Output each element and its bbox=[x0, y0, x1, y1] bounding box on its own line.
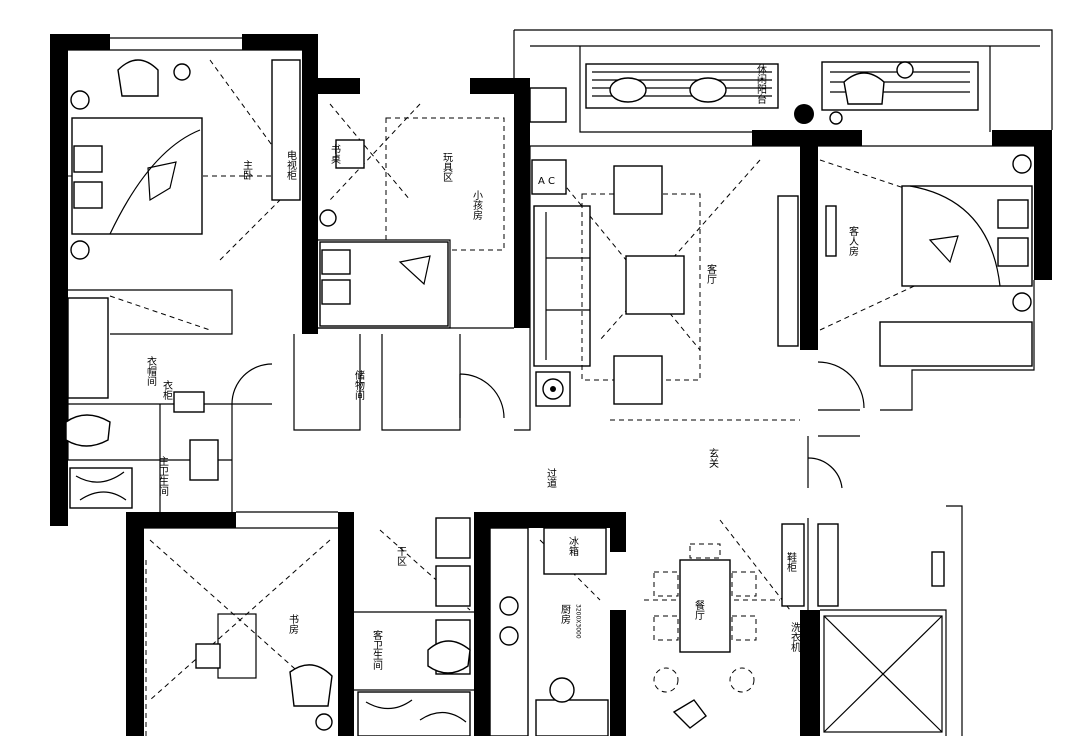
partitions bbox=[50, 29, 1053, 736]
label-guest-bath: 客卫生间 bbox=[371, 629, 383, 671]
balcony-furniture bbox=[529, 61, 979, 123]
room-labels: 主卧 电视柜 衣帽间 衣柜 主卫生间 书桌 小孩房 玩具区 休闲阳台 客厅 客人… bbox=[145, 64, 859, 671]
label-entrance: 玄关 bbox=[707, 447, 719, 469]
label-kitchen: 厨房 bbox=[559, 604, 571, 625]
study-desk bbox=[217, 613, 257, 679]
plant-icon bbox=[794, 104, 843, 125]
study-chair bbox=[289, 664, 333, 707]
play-area-rug bbox=[385, 117, 505, 251]
label-desk: 书桌 bbox=[329, 144, 341, 165]
washer bbox=[931, 551, 945, 587]
dining-set bbox=[653, 543, 757, 729]
label-shoe-cabinet: 鞋柜 bbox=[785, 551, 797, 573]
kids-bed bbox=[319, 241, 449, 327]
master-tv-cabinet bbox=[271, 59, 301, 201]
guest-bed bbox=[901, 154, 1033, 312]
dry-area-fixtures bbox=[357, 517, 471, 736]
label-balcony: 休闲阳台 bbox=[755, 64, 767, 105]
ac-label: A C bbox=[538, 176, 555, 187]
doors bbox=[231, 361, 865, 489]
master-bath-fixtures bbox=[65, 391, 219, 509]
master-bed bbox=[70, 90, 203, 260]
label-guest-bedroom: 客人房 bbox=[847, 225, 859, 257]
study-stool bbox=[195, 643, 221, 669]
sofa bbox=[533, 205, 591, 367]
label-tv-cabinet: 电视柜 bbox=[285, 149, 297, 181]
fan-icon bbox=[535, 371, 571, 407]
label-hall-closet: 储物间 bbox=[353, 369, 365, 401]
coffee-table bbox=[625, 255, 685, 315]
label-living-room: 客厅 bbox=[705, 263, 717, 284]
armchair-top bbox=[613, 165, 663, 215]
label-master-closet: 衣帽间 bbox=[145, 355, 157, 387]
label-dining-room: 餐厅 bbox=[693, 599, 705, 620]
label-play-area: 玩具区 bbox=[441, 152, 453, 182]
label-fridge: 冰箱 bbox=[567, 535, 579, 557]
label-kids-room: 小孩房 bbox=[471, 190, 483, 221]
kids-lamp-icon bbox=[319, 209, 337, 227]
label-master-bedroom: 主卧 bbox=[241, 160, 253, 181]
living-tv-cabinet bbox=[777, 195, 799, 347]
walls bbox=[50, 34, 1052, 736]
study-lamp-icon bbox=[315, 713, 333, 731]
label-study: 书房 bbox=[287, 614, 299, 635]
master-chair bbox=[117, 59, 191, 97]
label-wardrobe: 衣柜 bbox=[161, 379, 173, 401]
guest-tv bbox=[825, 205, 837, 257]
label-dry-area: 干区 bbox=[395, 546, 407, 566]
entrance-cabinet bbox=[817, 523, 839, 607]
shoe-cabinet bbox=[781, 523, 805, 607]
master-wardrobe bbox=[67, 297, 109, 399]
guest-wardrobe bbox=[879, 321, 1033, 367]
label-washer: 洗衣机 bbox=[789, 622, 801, 653]
label-corridor: 过道 bbox=[545, 467, 557, 488]
armchair-bottom bbox=[613, 355, 663, 405]
kids-desk-chair bbox=[335, 139, 365, 169]
ac-unit: A C bbox=[531, 159, 567, 195]
label-master-bath: 主卫生间 bbox=[157, 456, 169, 497]
kitchen-fixtures bbox=[489, 527, 609, 736]
label-kitchen-dim: 3200X3000 bbox=[575, 604, 582, 639]
